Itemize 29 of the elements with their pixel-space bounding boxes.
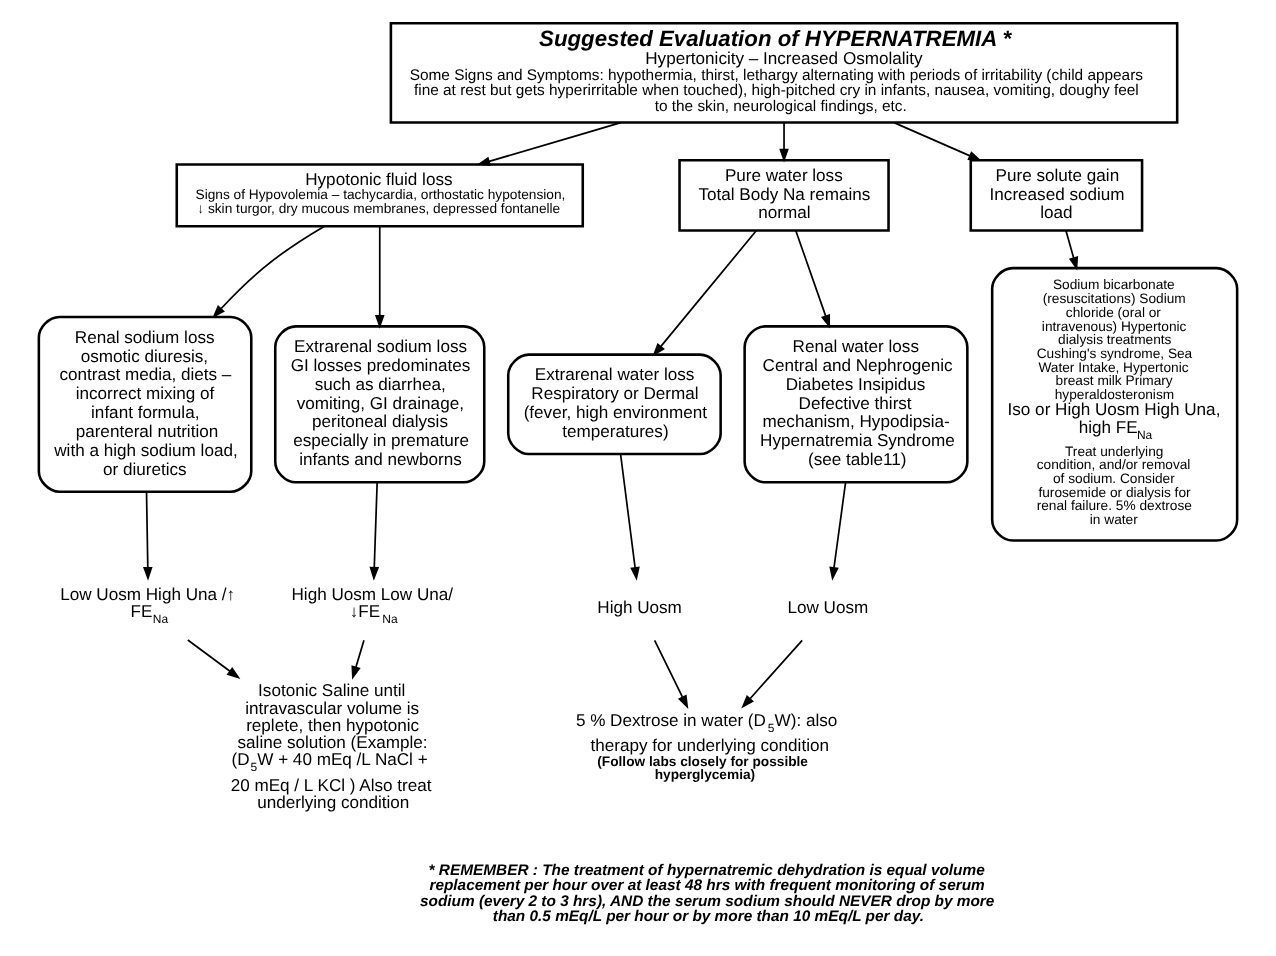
arrow — [893, 121, 982, 161]
arrow — [794, 229, 831, 329]
node-box: Extrarenal sodium loss GI losses predominates such as diarrhea, vomiting, GI drainage, peritoneal dialysis especially in premature infants and newborns — [273, 325, 486, 484]
arrow — [619, 453, 640, 581]
arrow — [351, 639, 365, 680]
arrow — [653, 639, 689, 709]
node-box: Extrarenal water loss Respiratory or Dermal (fever, high environment temperatures) — [506, 353, 722, 456]
arrow — [779, 122, 789, 163]
arrow — [1065, 229, 1079, 271]
arrow — [741, 639, 804, 709]
node-box: Pure water loss Total Body Na remains normal — [678, 158, 890, 232]
arrow — [476, 121, 622, 166]
label: * REMEMBER : The treatment of hypernatremic dehydration is equal volume replacement per hour over at least 48 hrs with frequent monitoring of serum sodium (every 2 to 3 hrs), AND the serum sodium should NEVER drop by more than 0.5 mEq/L per hour or by more than 10 mEq/L per day. — [420, 860, 995, 926]
node-box: Renal sodium loss osmotic diuresis, contrast media, diets – incorrect mixing of infant formula, parenteral nutrition with a high sodium load, or diuretics — [37, 315, 253, 493]
node-box: Renal water loss Central and Nephrogenic Diabetes Insipidus Defective thirst mechanism, Hypodipsia-Hypernatremia Syndrome (see table11) — [743, 325, 969, 484]
node-box: Suggested Evaluation of HYPERNATREMIA * Hypertonicity – Increased Osmolality Some Signs and Symptoms: hypothermia, thirst, lethargy alternating with periods of irritability (child appears fine at rest but gets hyperirritable when touched), high-pitched cry in infants, nausea, vomiting, doughy feel to the skin, neurological findings, etc. — [389, 21, 1179, 124]
node-text: High Uosm Low Una/ ↓FE$_{Na}$ — [291, 583, 454, 627]
arrow — [186, 639, 241, 680]
node-text: Low Uosm — [787, 597, 869, 618]
node-text: High Uosm — [597, 597, 682, 618]
arrow — [829, 481, 847, 581]
arrow — [374, 225, 385, 329]
arrow — [369, 481, 380, 581]
arrow — [143, 491, 153, 581]
node-text: Isotonic Saline until intravascular volume is replete, then hypotonic saline solution (Example: (D$_{5}$W + 40 mEq /L NaCl + 20 mEq / L KCl ) Also treat underlying condition — [230, 680, 432, 812]
node-text: Low Uosm High Una /↑ FE$_{Na}$ — [60, 583, 236, 627]
arrow — [212, 225, 325, 319]
node-box: Pure solute gain Increased sodium load — [969, 158, 1144, 232]
arrow — [652, 229, 758, 357]
